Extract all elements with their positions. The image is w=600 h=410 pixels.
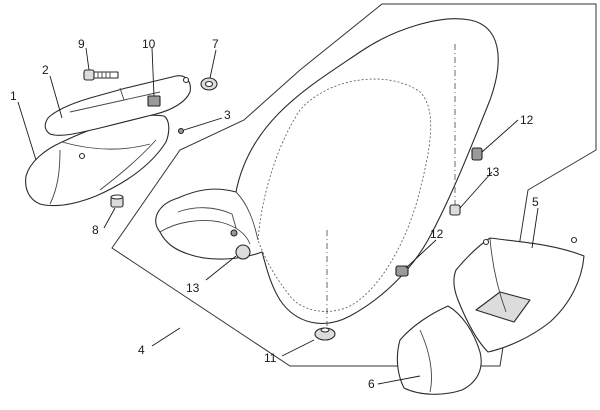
side-panel: [453, 236, 585, 353]
tail-cover-left: [25, 114, 170, 207]
leader-1: [17, 101, 37, 161]
callout-13b: 13: [186, 281, 200, 295]
callout-10: 10: [142, 37, 156, 51]
leader-10: [151, 47, 155, 97]
seat-assembly-frame: [111, 3, 597, 367]
callout-11: 11: [264, 351, 277, 365]
leader-8: [103, 207, 116, 229]
side-cover: [396, 305, 482, 395]
callout-6: 6: [368, 377, 375, 391]
leader-5: [531, 207, 539, 249]
rubber-buffer-11: [314, 327, 336, 341]
callout-8: 8: [92, 223, 99, 237]
callout-5: 5: [532, 195, 539, 209]
leader-9: [85, 47, 90, 71]
clip-nut: [147, 95, 161, 107]
bolt: [83, 69, 119, 81]
seat: [155, 18, 499, 324]
leader-7: [209, 49, 217, 79]
callout-3: 3: [224, 108, 231, 122]
callout-1: 1: [10, 89, 17, 103]
rubber-buffer-12b: [395, 265, 409, 277]
callout-4: 4: [138, 343, 145, 357]
leader-12b: [405, 239, 437, 269]
leader-12a: [481, 119, 519, 153]
washer: [177, 127, 185, 135]
leader-2: [49, 75, 63, 119]
callout-7: 7: [212, 37, 219, 51]
leader-13a: [459, 171, 493, 209]
callout-12b: 12: [430, 227, 444, 241]
callout-13a: 13: [486, 165, 500, 179]
leader-11: [281, 339, 315, 357]
leader-13b: [205, 255, 237, 281]
rubber-buffer-13a: [449, 204, 461, 216]
seat-bolt-hole: [230, 229, 238, 237]
grommet: [200, 77, 218, 91]
callout-9: 9: [78, 37, 85, 51]
leader-4: [151, 327, 181, 347]
rubber-buffer-12a: [471, 147, 483, 161]
leader-6: [377, 375, 421, 385]
rubber-buffer-13b: [235, 244, 251, 260]
callout-12a: 12: [520, 113, 534, 127]
callout-2: 2: [42, 63, 49, 77]
leader-3: [183, 117, 223, 131]
rubber-pad-rear: [110, 194, 124, 208]
